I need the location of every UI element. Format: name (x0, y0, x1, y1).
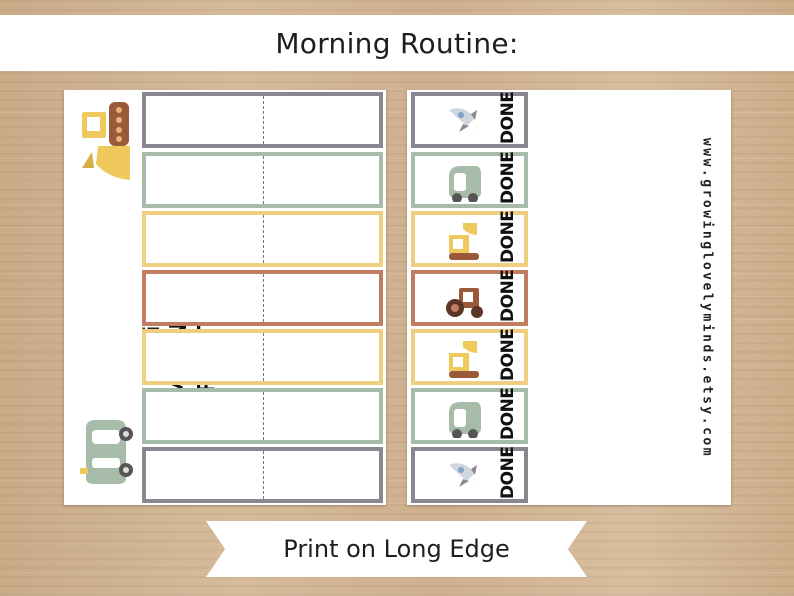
fold-line (262, 96, 264, 144)
task-row-3[interactable] (142, 211, 383, 267)
done-tab-3[interactable]: DONE (411, 211, 528, 267)
done-tab-4[interactable]: DONE (411, 270, 528, 326)
website-url: www.growinglovelyminds.etsy.com (699, 137, 715, 459)
done-tab-7[interactable]: DONE (411, 447, 528, 503)
done-label: DONE (498, 328, 518, 381)
car-icon (449, 166, 481, 202)
done-tab-6[interactable]: DONE (411, 388, 528, 444)
done-label: DONE (498, 151, 518, 204)
done-tab-1[interactable]: DONE (411, 92, 528, 148)
print-instruction: Print on Long Edge (283, 535, 510, 563)
done-label: DONE (498, 387, 518, 440)
done-label: DONE (498, 446, 518, 499)
digger-icon (449, 341, 479, 378)
fold-line (262, 274, 264, 322)
fold-line (262, 156, 264, 204)
print-instruction-banner: Print on Long Edge (206, 521, 587, 577)
fold-line (262, 451, 264, 499)
fold-line (262, 392, 264, 440)
task-row-1[interactable] (142, 92, 383, 148)
car-icon (80, 420, 133, 484)
page-title-bar: Morning Routine: (0, 15, 794, 71)
task-row-5[interactable] (142, 329, 383, 385)
page-title: Morning Routine: (275, 26, 519, 60)
done-label: DONE (498, 210, 518, 263)
fold-line (262, 333, 264, 381)
digger-icon (449, 223, 479, 260)
task-row-6[interactable] (142, 388, 383, 444)
car-icon (449, 402, 481, 438)
digger-icon (82, 102, 130, 180)
tractor-icon (446, 288, 483, 318)
routine-chart-sheet: Levi’s MORNING ROUTINE (64, 90, 386, 505)
task-row-7[interactable] (142, 447, 383, 503)
rocket-icon (449, 108, 481, 132)
done-label: DONE (498, 269, 518, 322)
rocket-icon (449, 463, 481, 487)
task-row-2[interactable] (142, 152, 383, 208)
fold-line (262, 215, 264, 263)
done-label: DONE (498, 91, 518, 144)
done-tab-5[interactable]: DONE (411, 329, 528, 385)
task-row-4[interactable] (142, 270, 383, 326)
done-tabs-sheet: DONE DONE DONE DONE (407, 90, 731, 505)
done-tab-2[interactable]: DONE (411, 152, 528, 208)
